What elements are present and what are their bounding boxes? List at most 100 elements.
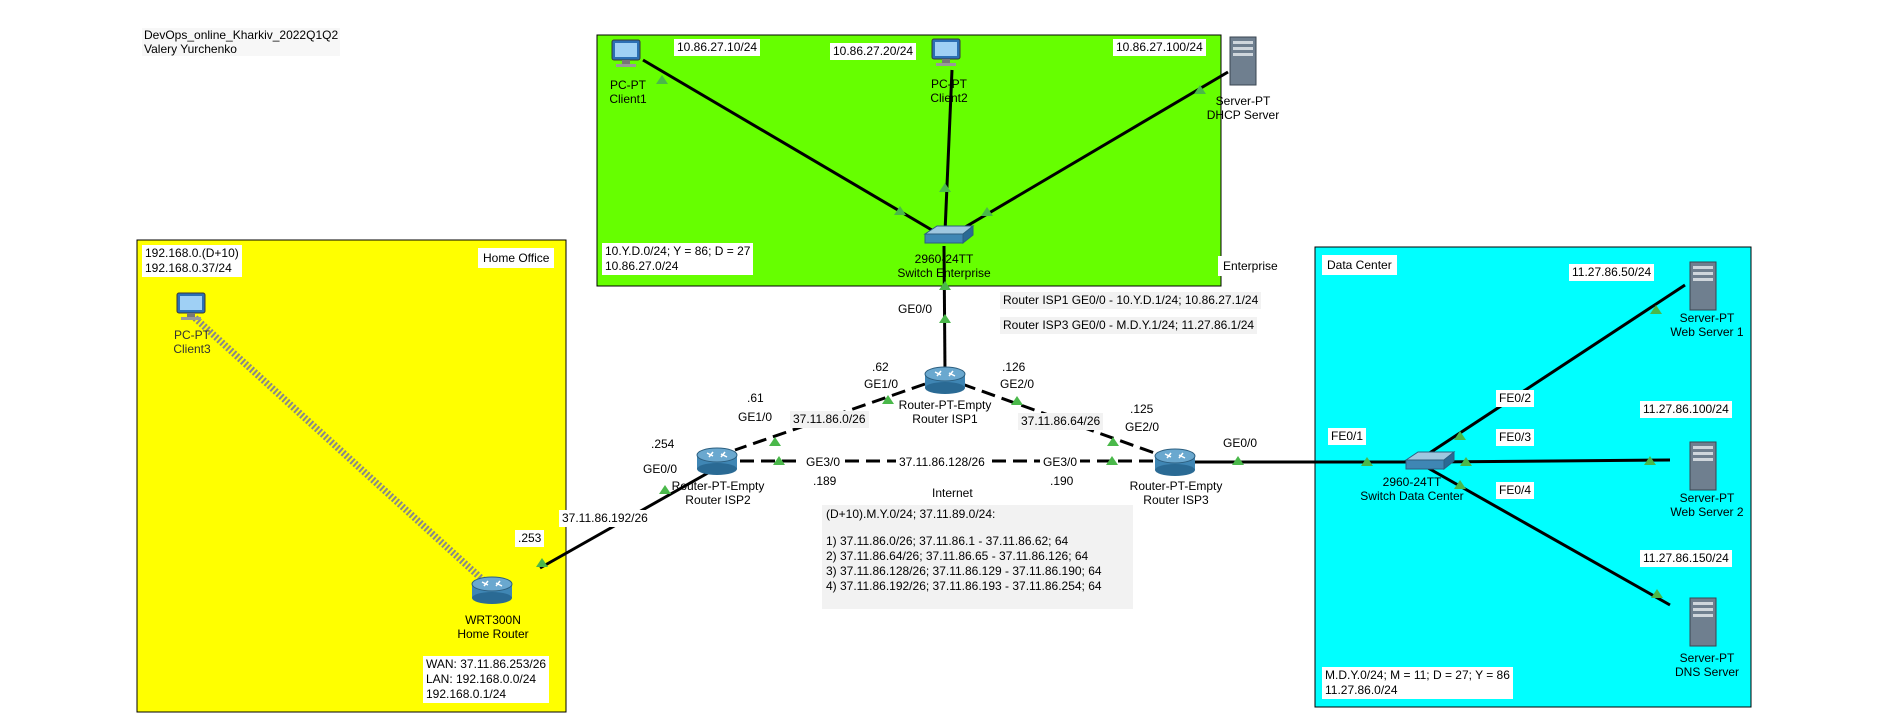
port-up-indicator: [659, 485, 671, 494]
client1-ip: 10.86.27.10/24: [674, 39, 761, 56]
isp3-ge00-note: Router ISP3 GE0/0 - M.D.Y.1/24; 11.27.86…: [1000, 317, 1258, 334]
isp1-ge10-port: GE1/0: [864, 377, 899, 391]
isp3-ge30-port: GE3/0: [1040, 454, 1081, 471]
isp2-dot189: .189: [813, 474, 837, 488]
web2-type: Server-PT: [1679, 491, 1735, 505]
port-up-indicator: [1644, 456, 1656, 465]
port-up-indicator: [1650, 305, 1662, 314]
dhcp-ip: 10.86.27.100/24: [1113, 39, 1206, 56]
link-client1-switch: [642, 58, 943, 238]
dns-type: Server-PT: [1679, 651, 1735, 665]
link-isp1-isp2: [734, 382, 926, 452]
port-up-indicator: [773, 456, 785, 465]
port-up-indicator: [1232, 456, 1244, 465]
isp3-label: Router-PT-Empty Router ISP3: [1130, 479, 1223, 507]
isp2-name: Router ISP2: [685, 493, 751, 507]
client2-label: PC-PT Client2: [930, 77, 967, 105]
dc-network-note: M.D.Y.0/24; M = 11; D = 27; Y = 86 11.27…: [1322, 667, 1513, 699]
isp2-ge10-port: GE1/0: [738, 410, 773, 424]
switch-icon[interactable]: [1404, 450, 1456, 471]
link-switch-isp1: [942, 245, 947, 373]
isp2-dot254: .254: [651, 437, 675, 451]
port-up-indicator: [894, 206, 906, 215]
web2-name: Web Server 2: [1670, 505, 1744, 519]
port-up-indicator: [939, 183, 951, 192]
net-64-26-label: 37.11.86.64/26: [1018, 413, 1104, 430]
dns-label: Server-PT DNS Server: [1675, 651, 1739, 679]
client3-label: PC-PT Client3: [173, 328, 210, 356]
isp3-dot190: .190: [1050, 474, 1074, 488]
header-block: DevOps_online_Kharkiv_2022Q1Q2 Valery Yu…: [142, 28, 341, 56]
isp2-ge30-port: GE3/0: [803, 454, 844, 471]
internet-line4: 3) 37.11.86.128/26; 37.11.86.129 - 37.11…: [826, 564, 1102, 578]
web1-ip: 11.27.86.50/24: [1569, 264, 1655, 281]
home-dot253: .253: [515, 530, 545, 547]
switch-icon[interactable]: [923, 224, 975, 245]
pc-icon[interactable]: [611, 39, 641, 67]
enterprise-network-line2: 10.86.27.0/24: [605, 259, 679, 273]
port-up-indicator: [769, 437, 781, 446]
link-client3-homerouter-wireless: [192, 315, 486, 583]
server-icon[interactable]: [1689, 261, 1717, 311]
dns-name: DNS Server: [1674, 665, 1740, 679]
home-router-line2: LAN: 192.168.0.0/24: [426, 672, 537, 686]
enterprise-network-note: 10.Y.D.0/24; Y = 86; D = 27 10.86.27.0/2…: [602, 243, 754, 275]
isp1-dot126: .126: [1002, 360, 1026, 374]
web2-ip: 11.27.86.100/24: [1640, 401, 1732, 418]
client1-type: PC-PT: [609, 78, 646, 92]
dhcp-label: Server-PT DHCP Server: [1207, 94, 1279, 122]
isp1-ge20-port: GE2/0: [1000, 377, 1035, 391]
home-office-title: Home Office: [478, 248, 555, 268]
port-up-indicator: [1454, 431, 1466, 440]
router-icon[interactable]: [924, 366, 966, 394]
home-router-name: Home Router: [457, 627, 529, 641]
port-up-indicator: [882, 395, 894, 404]
wireless-router-icon[interactable]: [471, 576, 513, 604]
dc-fe01-port: FE0/1: [1328, 428, 1367, 445]
header-author: Valery Yurchenko: [144, 42, 237, 56]
web2-label: Server-PT Web Server 2: [1670, 491, 1743, 519]
isp3-ge00-port: GE0/0: [1223, 436, 1258, 450]
home-network-line2: 192.168.0.37/24: [145, 261, 232, 275]
isp2-label: Router-PT-Empty Router ISP2: [672, 479, 765, 507]
internet-title: Internet: [932, 486, 973, 500]
dhcp-name: DHCP Server: [1206, 108, 1280, 122]
dhcp-type: Server-PT: [1215, 94, 1271, 108]
web1-type: Server-PT: [1679, 311, 1735, 325]
port-up-indicator: [981, 207, 993, 216]
router-icon[interactable]: [1154, 448, 1196, 476]
isp1-name: Router ISP1: [912, 412, 978, 426]
port-up-indicator: [536, 558, 548, 567]
switch-enterprise-type: 2960-24TT: [914, 252, 974, 266]
switch-dc-label: 2960-24TT Switch Data Center: [1360, 475, 1463, 503]
isp3-type: Router-PT-Empty: [1129, 479, 1223, 493]
dns-ip: 11.27.86.150/24: [1640, 550, 1732, 567]
client2-name: Client2: [930, 91, 968, 105]
enterprise-network-line1: 10.Y.D.0/24; Y = 86; D = 27: [605, 244, 751, 258]
pc-icon[interactable]: [931, 38, 961, 66]
isp3-ge20-port: GE2/0: [1125, 420, 1160, 434]
net-128-26-label: 37.11.86.128/26: [896, 454, 988, 471]
pc-icon[interactable]: [176, 292, 206, 320]
server-icon[interactable]: [1689, 441, 1717, 491]
port-up-indicator: [1454, 480, 1466, 489]
port-up-indicator: [1107, 437, 1119, 446]
server-icon[interactable]: [1229, 36, 1257, 86]
isp3-name: Router ISP3: [1143, 493, 1209, 507]
link-swdc-web2: [1429, 458, 1671, 464]
port-up-indicator: [939, 314, 951, 323]
client2-ip: 10.86.27.20/24: [830, 43, 917, 60]
client1-name: Client1: [609, 92, 647, 106]
switch-dc-type: 2960-24TT: [1382, 475, 1442, 489]
isp1-type: Router-PT-Empty: [898, 398, 992, 412]
router-icon[interactable]: [696, 447, 738, 475]
switch-enterprise-label: 2960-24TT Switch Enterprise: [897, 252, 990, 280]
isp1-label: Router-PT-Empty Router ISP1: [899, 398, 992, 426]
home-office-area: [136, 239, 567, 713]
home-router-line1: WAN: 37.11.86.253/26: [426, 657, 547, 671]
dc-network-line2: 11.27.86.0/24: [1325, 683, 1398, 697]
isp1-ge00-note: Router ISP1 GE0/0 - 10.Y.D.1/24; 10.86.2…: [1000, 292, 1262, 309]
server-icon[interactable]: [1689, 597, 1717, 647]
dc-fe02-port: FE0/2: [1496, 390, 1535, 407]
internet-line2: 1) 37.11.86.0/26; 37.11.86.1 - 37.11.86.…: [826, 534, 1069, 548]
